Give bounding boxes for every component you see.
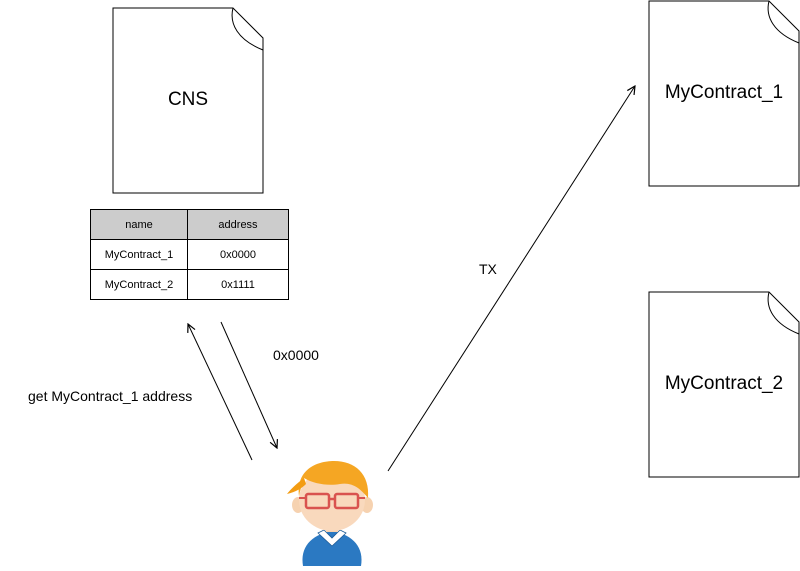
- cns-title: CNS: [167, 89, 209, 110]
- contract1-title: MyContract_1: [664, 82, 784, 103]
- request-label: get MyContract_1 address: [28, 388, 193, 404]
- tx-label: TX: [479, 261, 497, 277]
- contract2-title: MyContract_2: [664, 373, 784, 394]
- table-cell-name: MyContract_1: [90, 239, 188, 270]
- table-cell-address: 0x1111: [187, 269, 289, 300]
- cns-table: name address MyContract_1 0x0000 MyContr…: [90, 209, 289, 300]
- table-header-name: name: [90, 209, 188, 240]
- request-arrow[interactable]: [188, 324, 253, 461]
- table-row: MyContract_2 0x1111: [90, 269, 289, 300]
- table-cell-name: MyContract_2: [90, 269, 188, 300]
- contract1-document-shape[interactable]: [648, 0, 800, 187]
- response-label: 0x0000: [273, 347, 319, 363]
- table-cell-address: 0x0000: [187, 239, 289, 270]
- tx-arrow[interactable]: [387, 86, 635, 472]
- user-avatar-icon[interactable]: [287, 461, 373, 566]
- table-header-address: address: [187, 209, 289, 240]
- table-header-row: name address: [90, 209, 289, 240]
- response-arrow[interactable]: [220, 321, 277, 448]
- contract2-document-shape[interactable]: [648, 291, 800, 478]
- cns-document-shape[interactable]: [112, 7, 264, 194]
- table-row: MyContract_1 0x0000: [90, 239, 289, 270]
